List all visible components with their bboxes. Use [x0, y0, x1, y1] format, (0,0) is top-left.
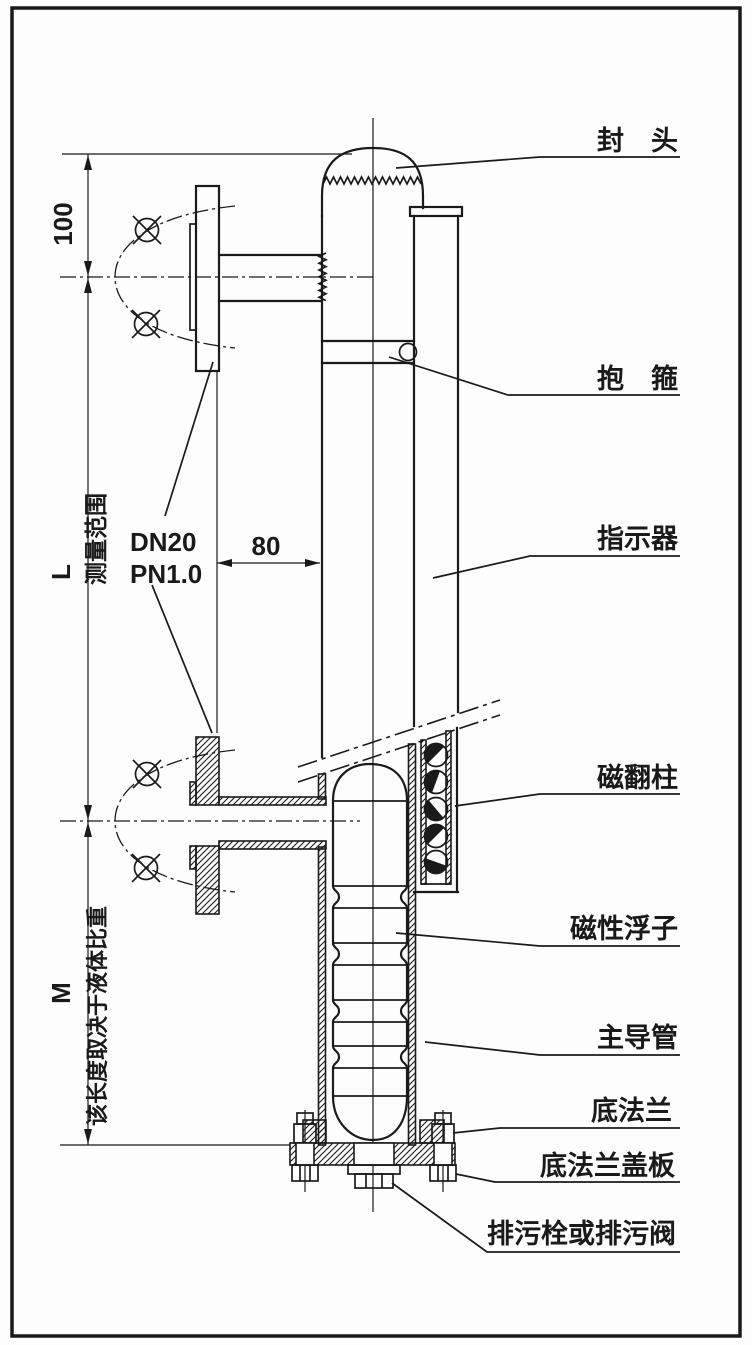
bottom-flange-assembly: [289, 1110, 457, 1192]
dim-L-label: L: [46, 564, 76, 580]
lower-bolt-symbol-2: [131, 853, 161, 883]
clamp-bolt: [398, 342, 418, 362]
spec-pn10: PN1.0: [130, 559, 202, 589]
note-labels: 测量范围 该长度取决于液体比重: [83, 493, 110, 1126]
upper-bolt-symbol-2: [131, 309, 161, 339]
drawing-border: [10, 6, 742, 1338]
bottom-bolt-left: [291, 1110, 319, 1192]
clamp-band: [320, 339, 418, 365]
weld-seam-zigzag: [322, 175, 422, 186]
dimension-labels: 100 L M 80: [46, 202, 280, 1004]
lower-bolt-circle-arc: [114, 749, 236, 893]
dim-M-label: M: [46, 982, 76, 1004]
break-lines: [297, 699, 501, 783]
upper-flange: [194, 184, 221, 373]
label-head: 封 头: [597, 126, 678, 156]
float-segment-lines: [334, 800, 406, 1097]
dimension-80: [217, 559, 320, 567]
dim-80-label: 80: [252, 531, 281, 561]
spec-dn20: DN20: [130, 527, 196, 557]
indicator-tube: [408, 205, 464, 728]
callout-labels: 封 头 抱 箍 指示器 磁翻柱 磁性浮子 主导管 底法兰 底法兰盖板 排污栓或排…: [487, 126, 679, 1249]
label-main-guide-tube: 主导管: [597, 1023, 678, 1053]
upper-bolt-symbol-1: [132, 215, 162, 245]
nozzle-spec-leaders: [151, 361, 214, 734]
magnetic-flip-column-strip: [412, 726, 460, 894]
label-indicator: 指示器: [597, 524, 679, 554]
label-bottom-flange-cover: 底法兰盖板: [540, 1150, 675, 1181]
label-drain-plug-or-valve: 排污栓或排污阀: [487, 1219, 676, 1249]
note-measuring-range: 测量范围: [83, 493, 109, 585]
label-clamp-band: 抱 箍: [597, 363, 678, 394]
flip-column-indicators: [423, 742, 449, 875]
lower-bolt-symbol-1: [132, 759, 162, 789]
dim-100-label: 100: [48, 202, 78, 245]
label-magnetic-float: 磁性浮子: [570, 914, 678, 944]
magnetic-float: [331, 762, 409, 1142]
dimension-lines-left: [60, 153, 352, 1146]
nozzle-spec-labels: DN20 PN1.0: [130, 527, 202, 589]
drain-plug: [347, 1142, 401, 1189]
callout-leaders: [388, 156, 680, 1253]
upper-nozzle: [60, 184, 375, 733]
lower-nozzle: [60, 736, 360, 915]
label-magnetic-flip-column: 磁翻柱: [597, 763, 678, 793]
label-bottom-flange: 底法兰: [591, 1095, 672, 1126]
vessel-head: [320, 146, 425, 759]
note-length-depends: 该长度取决于液体比重: [85, 906, 110, 1126]
